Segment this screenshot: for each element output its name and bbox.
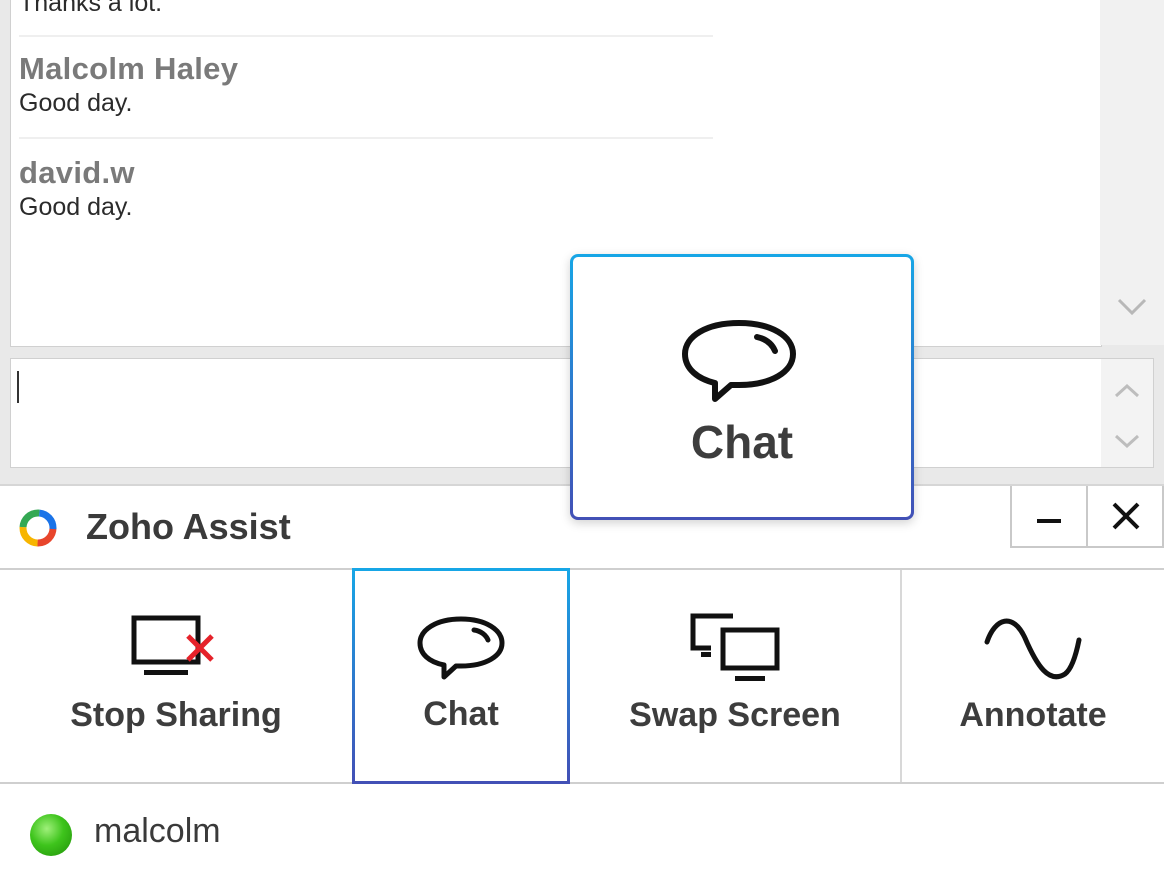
annotate-label: Annotate <box>959 696 1107 734</box>
text-caret <box>17 371 19 403</box>
chat-message: Malcolm Haley Good day. <box>19 51 713 118</box>
close-button[interactable] <box>1088 486 1164 546</box>
chat-button[interactable]: Chat <box>352 568 570 784</box>
chat-tooltip: Chat <box>570 254 914 520</box>
chat-label: Chat <box>423 695 499 733</box>
minimize-icon <box>1037 519 1061 523</box>
annotate-button[interactable]: Annotate <box>900 570 1164 782</box>
scroll-down-icon[interactable] <box>1112 431 1142 451</box>
chat-message-sender: Malcolm Haley <box>19 51 239 86</box>
sine-wave-icon <box>984 618 1082 680</box>
tooltip-label: Chat <box>690 416 794 468</box>
message-divider <box>19 35 713 37</box>
stop-sharing-label: Stop Sharing <box>70 696 282 734</box>
dual-monitor-icon <box>690 613 780 681</box>
zoho-assist-toolbar: Zoho Assist Stop Sharing <box>0 484 1164 878</box>
zoho-assist-logo-icon <box>19 509 57 547</box>
chat-message: Thanks a lot. <box>19 0 713 18</box>
status-bar: malcolm <box>0 784 1164 878</box>
scroll-down-icon[interactable] <box>1116 296 1148 318</box>
message-scrollbar[interactable] <box>1100 0 1164 345</box>
chat-message-text: Thanks a lot. <box>19 0 163 17</box>
chat-message-list: Thanks a lot. Malcolm Haley Good day. da… <box>10 0 1102 347</box>
tool-row: Stop Sharing Chat Swap Screen Annotate <box>0 568 1164 784</box>
message-divider <box>19 137 713 139</box>
monitor-x-icon <box>131 615 214 675</box>
stop-sharing-button[interactable]: Stop Sharing <box>0 570 352 782</box>
chat-message-sender: david.w <box>19 155 135 190</box>
online-status-icon <box>30 814 72 856</box>
swap-screen-button[interactable]: Swap Screen <box>570 570 900 782</box>
window-controls <box>1010 486 1164 548</box>
swap-screen-label: Swap Screen <box>629 696 841 734</box>
chat-panel: Thanks a lot. Malcolm Haley Good day. da… <box>0 0 1164 484</box>
chat-message-text: Good day. <box>19 89 133 117</box>
speech-bubble-icon <box>682 320 796 402</box>
app-title: Zoho Assist <box>86 506 291 547</box>
input-scrollbar[interactable] <box>1101 359 1153 467</box>
status-username: malcolm <box>94 812 221 850</box>
speech-bubble-icon <box>417 616 505 680</box>
close-icon <box>1112 502 1140 530</box>
scroll-up-icon[interactable] <box>1112 381 1142 401</box>
minimize-button[interactable] <box>1012 486 1088 546</box>
chat-message: david.w Good day. <box>19 155 713 222</box>
titlebar: Zoho Assist <box>0 486 1164 568</box>
chat-message-text: Good day. <box>19 193 133 221</box>
